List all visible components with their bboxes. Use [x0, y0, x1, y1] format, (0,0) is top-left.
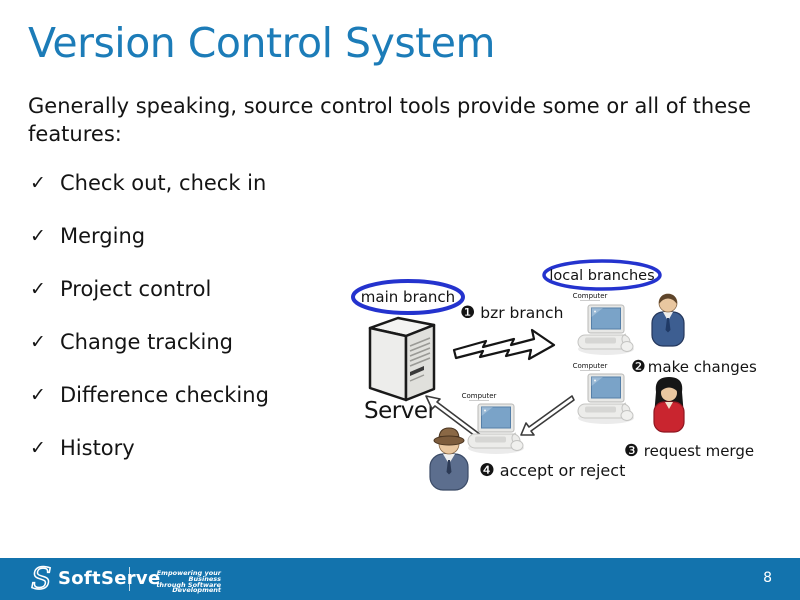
arrow-request-merge	[520, 395, 575, 436]
server-label: Server	[364, 398, 437, 424]
svg-text:S: S	[31, 563, 52, 595]
list-item: ✓ Difference checking	[30, 382, 269, 409]
list-item-label: History	[60, 436, 135, 460]
checkmark-icon: ✓	[30, 384, 46, 406]
local-branches-ellipse: local branches	[542, 259, 662, 291]
tagline-line-1: Empowering your Business	[156, 569, 221, 583]
list-item: ✓ Project control	[30, 276, 269, 303]
intro-paragraph: Generally speaking, source control tools…	[28, 94, 751, 146]
computer-caption-3: Computer	[462, 392, 497, 400]
list-item: ✓ Check out, check in	[30, 170, 269, 197]
tagline-line-2: through Software Development	[156, 580, 221, 595]
list-item-label: Project control	[60, 277, 212, 301]
checkmark-icon: ✓	[30, 172, 46, 194]
main-branch-ellipse: main branch	[351, 279, 465, 315]
feature-list: ✓ Check out, check in ✓ Merging ✓ Projec…	[30, 170, 269, 488]
footer-divider	[129, 567, 130, 591]
computer-caption-2: Computer	[573, 362, 608, 370]
page-title: Version Control System	[28, 19, 495, 67]
list-item: ✓ Change tracking	[30, 329, 269, 356]
softserve-logo-icon: S	[30, 563, 52, 595]
list-item-label: Difference checking	[60, 383, 269, 407]
arrow-bzr-branch	[452, 328, 556, 361]
page-number: 8	[763, 570, 772, 586]
footer-bar: S SoftServe Empowering your Business thr…	[0, 558, 800, 600]
footer-tagline: Empowering your Business through Softwar…	[137, 569, 221, 595]
checkmark-icon: ✓	[30, 278, 46, 300]
brand-name: SoftServe	[58, 568, 161, 589]
server-icon	[368, 316, 436, 402]
computer-icon-3	[467, 403, 525, 455]
list-item-label: Merging	[60, 224, 146, 248]
computer-caption-1: Computer	[573, 292, 608, 300]
user-icon-developer-1	[651, 293, 685, 347]
user-icon-reviewer	[429, 427, 469, 491]
local-branches-label: local branches	[549, 268, 654, 284]
checkmark-icon: ✓	[30, 225, 46, 247]
computer-icon-1	[577, 304, 635, 356]
list-item-label: Change tracking	[60, 330, 233, 354]
arrow-accept-reject	[425, 395, 482, 440]
checkmark-icon: ✓	[30, 331, 46, 353]
checkmark-icon: ✓	[30, 437, 46, 459]
computer-icon-2	[577, 373, 635, 425]
list-item: ✓ History	[30, 435, 269, 462]
user-icon-developer-2	[653, 377, 685, 433]
list-item-label: Check out, check in	[60, 171, 267, 195]
main-branch-label: main branch	[361, 288, 455, 306]
list-item: ✓ Merging	[30, 223, 269, 250]
